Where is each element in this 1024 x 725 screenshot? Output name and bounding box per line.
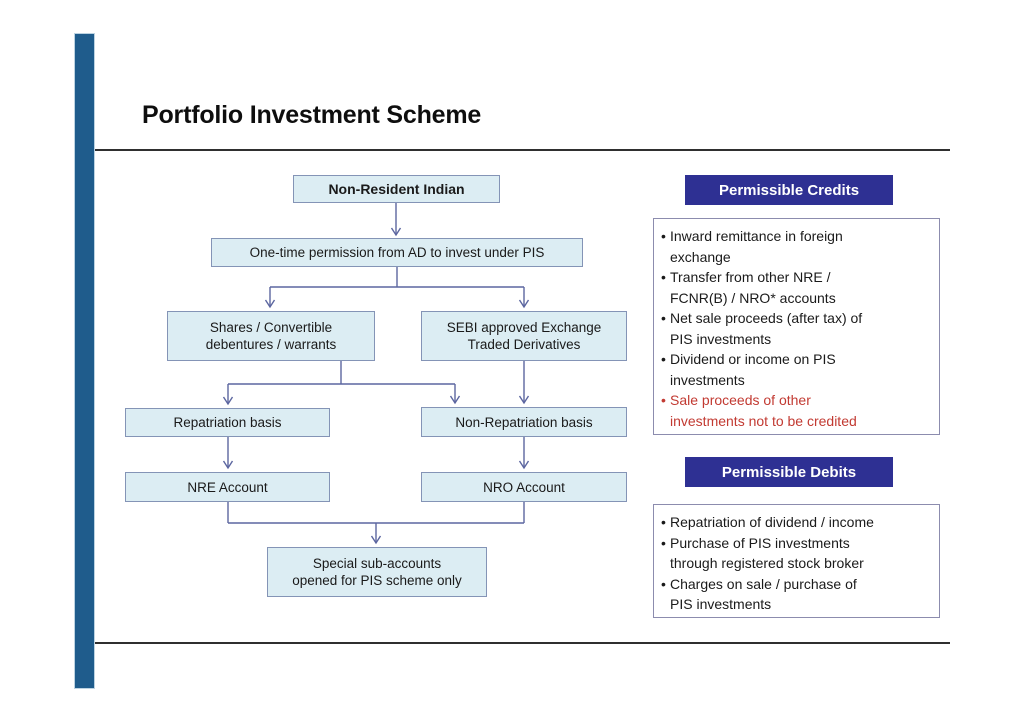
debits-item: • Repatriation of dividend / income — [661, 512, 935, 533]
permissible-credits-header: Permissible Credits — [685, 175, 893, 205]
bullet-icon: • — [661, 392, 666, 408]
footer-divider-line — [95, 642, 950, 644]
bullet-icon: • — [661, 310, 666, 326]
title-divider-line — [95, 149, 950, 151]
debits-item: • Purchase of PIS investments through re… — [661, 533, 935, 574]
credits-item: • Inward remittance in foreign exchange — [661, 226, 935, 267]
bullet-icon: • — [661, 575, 666, 592]
node-non-repatriation-basis: Non-Repatriation basis — [421, 407, 627, 437]
permissible-debits-panel: • Repatriation of dividend / income • Pu… — [653, 504, 940, 618]
node-non-resident-indian: Non-Resident Indian — [293, 175, 500, 203]
bullet-icon: • — [661, 269, 666, 285]
node-special-sub-accounts: Special sub-accounts opened for PIS sche… — [267, 547, 487, 597]
permissible-credits-panel: • Inward remittance in foreign exchange … — [653, 218, 940, 435]
node-nro-account: NRO Account — [421, 472, 627, 502]
credits-item: • Net sale proceeds (after tax) of PIS i… — [661, 308, 935, 349]
credits-item: • Transfer from other NRE / FCNR(B) / NR… — [661, 267, 935, 308]
credits-item-restricted: • Sale proceeds of other investments not… — [661, 390, 935, 431]
left-accent-bar — [74, 33, 95, 689]
node-shares-convertible: Shares / Convertible debentures / warran… — [167, 311, 375, 361]
node-nre-account: NRE Account — [125, 472, 330, 502]
node-sebi-derivatives: SEBI approved Exchange Traded Derivative… — [421, 311, 627, 361]
node-repatriation-basis: Repatriation basis — [125, 408, 330, 437]
node-one-time-permission: One-time permission from AD to invest un… — [211, 238, 583, 267]
debits-item: • Charges on sale / purchase of PIS inve… — [661, 574, 935, 615]
page-title: Portfolio Investment Scheme — [142, 101, 482, 129]
bullet-icon: • — [661, 228, 666, 244]
permissible-debits-header: Permissible Debits — [685, 457, 893, 487]
bullet-icon: • — [661, 514, 666, 530]
bullet-icon: • — [661, 534, 666, 551]
credits-item: • Dividend or income on PIS investments — [661, 349, 935, 390]
bullet-icon: • — [661, 351, 666, 367]
